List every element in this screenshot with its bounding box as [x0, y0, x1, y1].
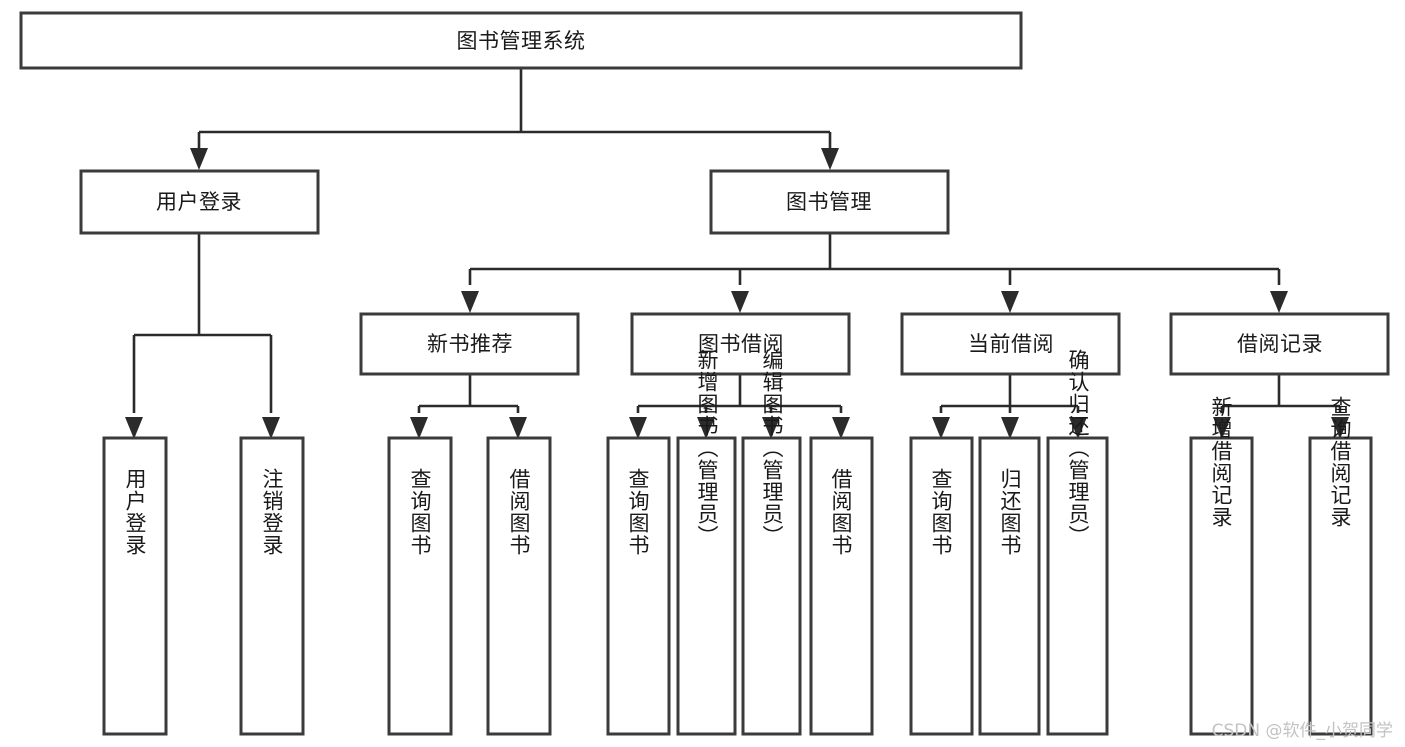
leaf-currentborrow-1-label: 查询图书: [929, 468, 953, 556]
node-book-borrow-box[interactable]: [630, 312, 851, 376]
leaf-node[interactable]: 查询图书: [606, 436, 671, 736]
connector-new-book-bus: [417, 374, 520, 413]
node-current-borrow-box[interactable]: [900, 312, 1121, 376]
leaf-record-2-box[interactable]: [1308, 436, 1373, 736]
leaf-currentborrow-3-label: 确认归还（管理员）: [1066, 349, 1090, 547]
leaf-user-login-2-box[interactable]: [239, 436, 305, 736]
leaf-node[interactable]: 查询图书: [909, 436, 974, 736]
node-root-box[interactable]: [19, 11, 1023, 70]
leaf-currentborrow-1-box[interactable]: [909, 436, 974, 736]
leaf-bookborrow-2-box[interactable]: [676, 436, 737, 736]
leaf-node[interactable]: 新增借阅记录: [1189, 396, 1254, 736]
arrow-to-leaf-user-login-2: [262, 417, 280, 439]
leaf-bookborrow-4-box[interactable]: [809, 436, 874, 736]
connector-root-bus: [197, 68, 832, 148]
arrow-to-current-borrow: [1001, 291, 1019, 313]
leaf-record-1-box[interactable]: [1189, 436, 1254, 736]
arrow-to-leaf-bookborrow-1: [629, 417, 647, 439]
leaf-newbook-1-label: 查询图书: [408, 468, 432, 556]
leaf-node[interactable]: 借阅图书: [809, 436, 874, 736]
connector-current-borrow-bus: [939, 374, 1080, 413]
leaf-node[interactable]: 归还图书: [978, 436, 1041, 736]
leaf-node[interactable]: 编辑图书（管理员）: [741, 349, 802, 736]
leaf-user-login-1-box[interactable]: [102, 436, 168, 736]
leaf-node[interactable]: 用户登录: [102, 436, 168, 736]
node-borrow-record-label: 借阅记录: [1237, 332, 1323, 356]
leaf-currentborrow-3-box[interactable]: [1046, 436, 1109, 736]
node-new-book-recommend-label: 新书推荐: [427, 332, 513, 356]
connector-user-login-bus: [132, 233, 273, 413]
node-book-manage-label: 图书管理: [786, 190, 872, 214]
leaf-bookborrow-4-label: 借阅图书: [829, 468, 853, 556]
leaf-user-login-1-label: 用户登录: [123, 468, 147, 556]
node-user-login-box[interactable]: [79, 169, 320, 235]
node-current-borrow[interactable]: 当前借阅: [900, 312, 1121, 376]
node-user-login-label: 用户登录: [156, 190, 242, 214]
leaf-node[interactable]: 确认归还（管理员）: [1046, 349, 1109, 736]
arrow-to-leaf-currentborrow-2: [1001, 417, 1019, 439]
arrow-to-book-manage: [821, 148, 839, 170]
leaf-bookborrow-1-label: 查询图书: [626, 468, 650, 556]
arrow-to-leaf-currentborrow-1: [932, 417, 950, 439]
node-book-borrow-label: 图书借阅: [698, 332, 784, 356]
arrow-to-leaf-bookborrow-4: [832, 417, 850, 439]
node-book-borrow[interactable]: 图书借阅: [630, 312, 851, 376]
leaf-record-1-label: 新增借阅记录: [1209, 396, 1233, 528]
leaf-node[interactable]: 新增图书（管理员）: [676, 349, 737, 736]
connector-book-manage-bus: [468, 233, 1281, 285]
leaf-user-login-2-label: 注销登录: [260, 468, 284, 556]
arrow-to-user-login: [190, 148, 208, 170]
arrow-to-book-borrow: [731, 291, 749, 313]
leaf-newbook-2-label: 借阅图书: [507, 468, 531, 556]
leaf-newbook-2-box[interactable]: [486, 436, 552, 736]
leaf-record-2-label: 查询借阅记录: [1328, 396, 1352, 528]
node-book-manage-box[interactable]: [709, 169, 950, 235]
node-root-label: 图书管理系统: [457, 29, 586, 53]
node-root[interactable]: 图书管理系统: [19, 11, 1023, 70]
leaf-bookborrow-1-box[interactable]: [606, 436, 671, 736]
leaf-currentborrow-2-box[interactable]: [978, 436, 1041, 736]
node-borrow-record[interactable]: 借阅记录: [1169, 312, 1390, 376]
node-new-book-recommend[interactable]: 新书推荐: [359, 312, 580, 376]
arrow-to-new-book: [461, 291, 479, 313]
leaf-currentborrow-2-label: 归还图书: [998, 468, 1022, 556]
arrow-to-leaf-newbook-1: [410, 417, 428, 439]
arrow-to-borrow-record: [1270, 291, 1288, 313]
node-borrow-record-box[interactable]: [1169, 312, 1390, 376]
connector-layer: [125, 68, 1349, 439]
leaf-bookborrow-3-label: 编辑图书（管理员）: [760, 349, 784, 547]
node-new-book-recommend-box[interactable]: [359, 312, 580, 376]
node-current-borrow-label: 当前借阅: [968, 332, 1054, 356]
leaf-node[interactable]: 注销登录: [239, 436, 305, 736]
leaf-newbook-1-box[interactable]: [387, 436, 453, 736]
leaf-node[interactable]: 查询借阅记录: [1308, 396, 1373, 736]
arrow-to-leaf-newbook-2: [509, 417, 527, 439]
arrow-to-leaf-user-login-1: [125, 417, 143, 439]
node-book-manage[interactable]: 图书管理: [709, 169, 950, 235]
connector-borrow-record-bus: [1220, 374, 1342, 413]
leaf-node[interactable]: 查询图书: [387, 436, 453, 736]
leaf-bookborrow-2-label: 新增图书（管理员）: [695, 349, 719, 547]
node-user-login[interactable]: 用户登录: [79, 169, 320, 235]
leaf-node[interactable]: 借阅图书: [486, 436, 552, 736]
leaf-bookborrow-3-box[interactable]: [741, 436, 802, 736]
csdn-watermark: CSDN @软件_小贺同学: [1211, 721, 1393, 741]
connector-book-borrow-bus: [636, 374, 843, 413]
